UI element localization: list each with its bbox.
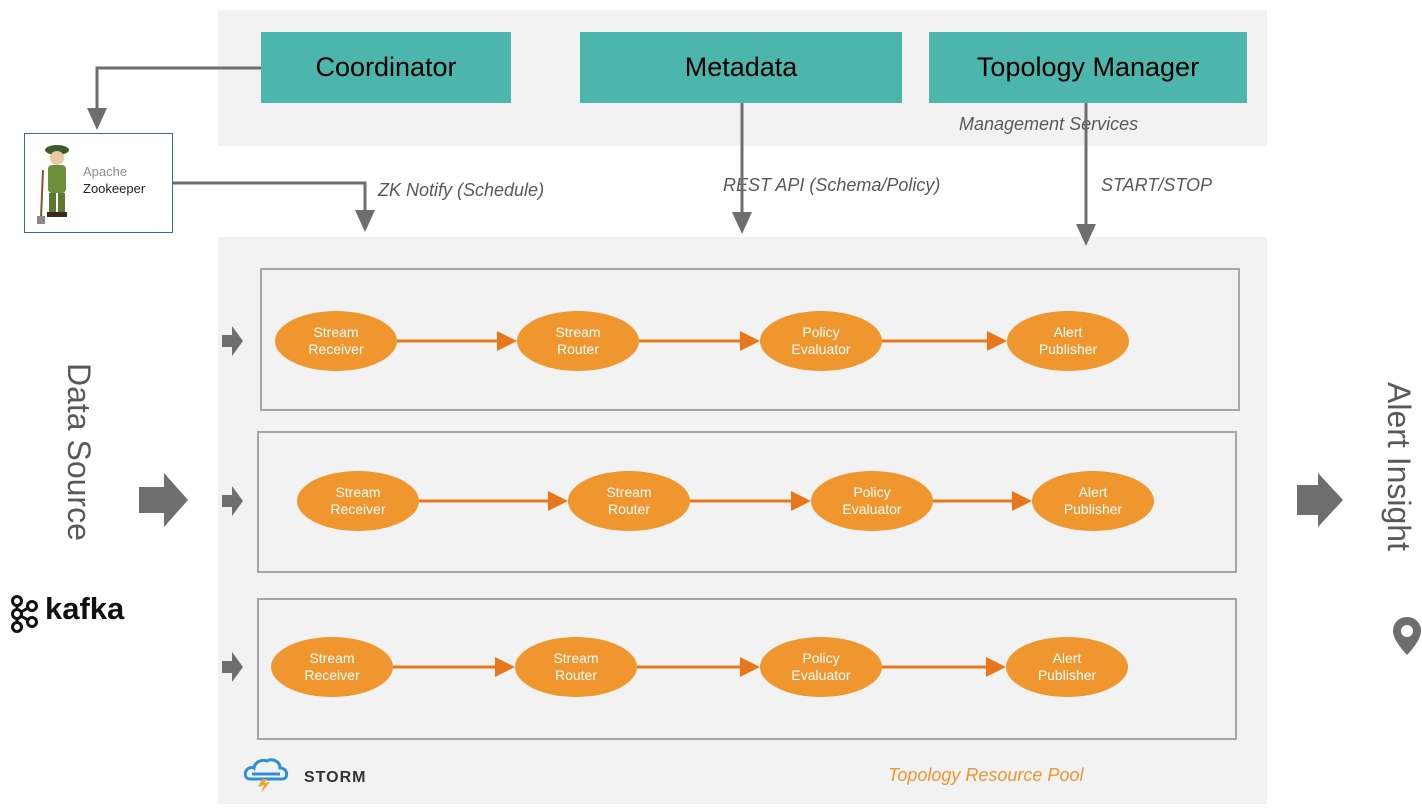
node-label-line1: Stream — [555, 324, 601, 340]
node-label-line2: Publisher — [1063, 501, 1123, 517]
topology-resource-pool-label: Topology Resource Pool — [888, 765, 1084, 785]
pipeline-flow-arrows — [393, 331, 1032, 677]
node-label-line1: Alert — [1052, 650, 1082, 666]
zookeeper-logo: Apache Zookeeper — [24, 133, 173, 233]
node-label-line1: Stream — [313, 324, 359, 340]
zookeeper-name-text: Zookeeper — [83, 181, 146, 196]
start-stop-arrowhead — [1076, 224, 1096, 246]
zk-notify-arrowhead — [355, 210, 375, 232]
node-label-line1: Stream — [553, 650, 599, 666]
node-label-line2: Receiver — [304, 667, 360, 683]
node-label-line2: Receiver — [330, 501, 386, 517]
coordinator-zk-connector — [95, 66, 261, 110]
node-label-line1: Stream — [335, 484, 381, 500]
node-label-line2: Router — [556, 341, 600, 357]
node-label-line2: Evaluator — [791, 667, 851, 683]
node-label-line2: Publisher — [1038, 341, 1098, 357]
flow-arrowhead — [740, 331, 760, 351]
row-3-input-arrow — [222, 652, 243, 682]
metadata-box: Metadata — [580, 32, 902, 103]
zk-notify-label: ZK Notify (Schedule) — [378, 180, 545, 200]
node-label-line1: Alert — [1078, 484, 1108, 500]
node-label-line1: Alert — [1053, 324, 1083, 340]
node-label-line1: Stream — [606, 484, 652, 500]
flow-arrowhead — [497, 331, 517, 351]
zookeeper-apache-text: Apache — [83, 164, 128, 179]
topology-manager-box: Topology Manager — [929, 32, 1247, 103]
data-source-arrow — [139, 473, 188, 527]
kafka-icon — [11, 595, 38, 633]
flow-arrowhead — [1012, 491, 1032, 511]
node-label-line1: Policy — [853, 484, 891, 500]
rest-api-label: REST API (Schema/Policy) — [723, 175, 941, 195]
node-label-line2: Publisher — [1037, 667, 1097, 683]
node-label-line2: Receiver — [308, 341, 364, 357]
flow-arrowhead — [740, 657, 760, 677]
kafka-logo-text: kafka — [45, 591, 125, 626]
node-label-line2: Router — [554, 667, 598, 683]
node-label-line2: Evaluator — [842, 501, 902, 517]
management-services-label: Management Services — [959, 114, 1139, 134]
node-label-line2: Router — [607, 501, 651, 517]
flow-arrowhead — [987, 331, 1007, 351]
row-2-input-arrow — [222, 486, 243, 516]
flow-arrowhead — [495, 657, 515, 677]
zookeeper-keeper-icon — [37, 145, 69, 224]
coordinator-zk-arrowhead — [87, 108, 107, 130]
node-label-line2: Evaluator — [791, 341, 851, 357]
flow-arrowhead — [548, 491, 568, 511]
rest-api-arrowhead — [732, 212, 752, 234]
zk-notify-connector — [173, 181, 367, 212]
storm-icon — [244, 758, 289, 793]
pipeline-row-3 — [257, 598, 1237, 740]
flow-arrowhead — [986, 657, 1006, 677]
start-stop-label: START/STOP — [1101, 175, 1213, 195]
pipeline-row-1 — [260, 268, 1240, 411]
node-label-line1: Policy — [802, 324, 840, 340]
coordinator-box: Coordinator — [261, 32, 511, 103]
location-pin-icon — [1393, 617, 1421, 655]
pipeline-row-2 — [257, 431, 1237, 573]
flow-arrowhead — [791, 491, 811, 511]
node-label-line1: Policy — [802, 650, 840, 666]
row-1-input-arrow — [222, 326, 243, 356]
node-label-line1: Stream — [309, 650, 355, 666]
alert-output-arrow — [1297, 473, 1343, 527]
storm-logo-text: STORM — [304, 769, 367, 786]
